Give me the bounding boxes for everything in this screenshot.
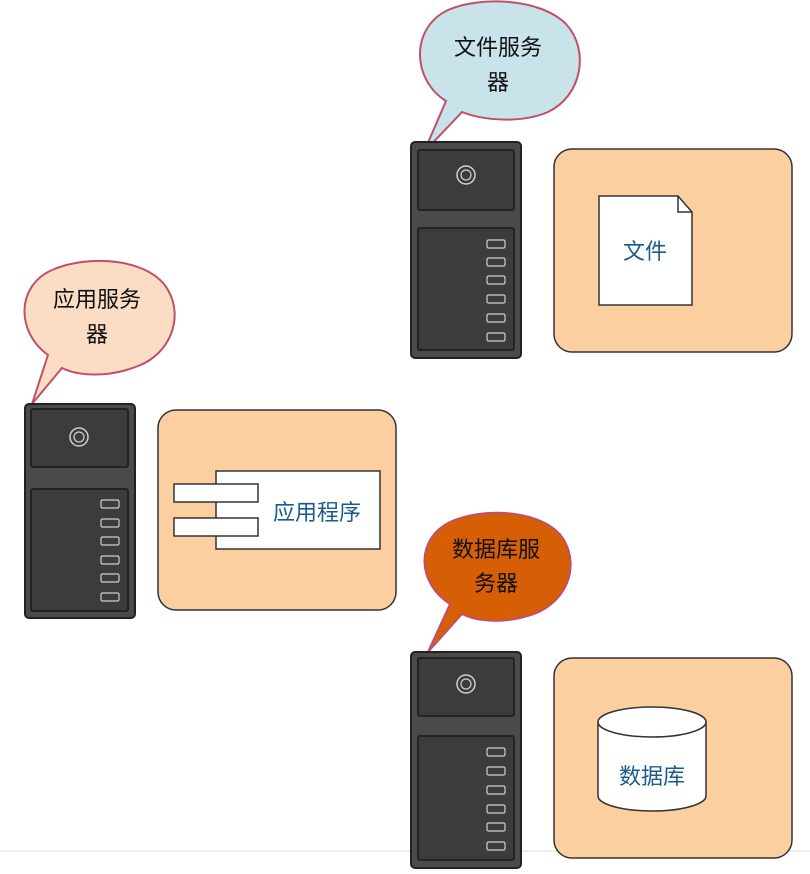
drive-slot	[100, 555, 120, 565]
drive-slot	[100, 518, 120, 528]
bubble-shape	[23, 259, 176, 405]
drive-slot	[486, 257, 506, 267]
bubble-label-line2: 务器	[474, 572, 518, 597]
drive-slot	[100, 536, 120, 546]
db-server-bubble: 数据库服 务器	[423, 511, 572, 653]
power-button-icon	[69, 427, 89, 447]
drive-slot	[100, 573, 120, 583]
app-server-bubble: 应用服务 器	[23, 259, 176, 405]
drive-slot	[100, 592, 120, 602]
server-top-panel	[417, 657, 515, 717]
drive-slot	[486, 275, 506, 285]
server-icon	[410, 141, 522, 359]
drive-slot	[486, 239, 506, 249]
bubble-label-line1: 文件服务	[454, 36, 542, 61]
bubble-label-line1: 应用服务	[53, 288, 141, 313]
database-icon	[597, 706, 707, 812]
document-icon	[598, 195, 693, 306]
drive-slot	[486, 822, 506, 832]
server-icon	[24, 403, 136, 619]
drive-slot	[100, 499, 120, 509]
drive-slot	[486, 332, 506, 342]
component-tab	[173, 517, 259, 537]
file-server-bubble: 文件服务 器	[419, 0, 581, 153]
db-server-node: 数据库服 务器 数据库	[410, 511, 793, 869]
component-icon	[173, 470, 381, 550]
bubble-label-line2: 器	[86, 323, 108, 348]
bubble-shape	[423, 511, 572, 653]
drive-slot	[486, 294, 506, 304]
power-button-icon	[456, 674, 476, 694]
application-label: 应用程序	[273, 501, 361, 526]
database-body	[597, 722, 707, 812]
power-button-inner	[460, 169, 472, 181]
app-server-node: 应用服务 器 应用程序	[23, 259, 397, 619]
server-drive-panel	[417, 227, 515, 351]
drive-slot	[486, 841, 506, 851]
bubble-shape	[419, 0, 581, 153]
server-top-panel	[30, 408, 129, 468]
bubble-label-line2: 器	[487, 71, 509, 96]
document-fold	[677, 196, 692, 213]
file-label: 文件	[623, 240, 667, 265]
file-server-node: 文件服务 器 文件	[410, 0, 793, 359]
power-button-icon	[456, 165, 476, 185]
document-shape	[598, 195, 693, 306]
drive-slot	[486, 766, 506, 776]
database-top	[597, 706, 707, 738]
power-button-inner	[460, 678, 472, 690]
power-button-inner	[73, 431, 85, 443]
drive-slot	[486, 747, 506, 757]
server-icon	[410, 651, 522, 869]
component-tab	[173, 483, 259, 503]
database-label: 数据库	[619, 765, 685, 790]
drive-slot	[486, 785, 506, 795]
drive-slot	[486, 804, 506, 814]
bubble-label-line1: 数据库服	[452, 538, 540, 563]
drive-slot	[486, 313, 506, 323]
